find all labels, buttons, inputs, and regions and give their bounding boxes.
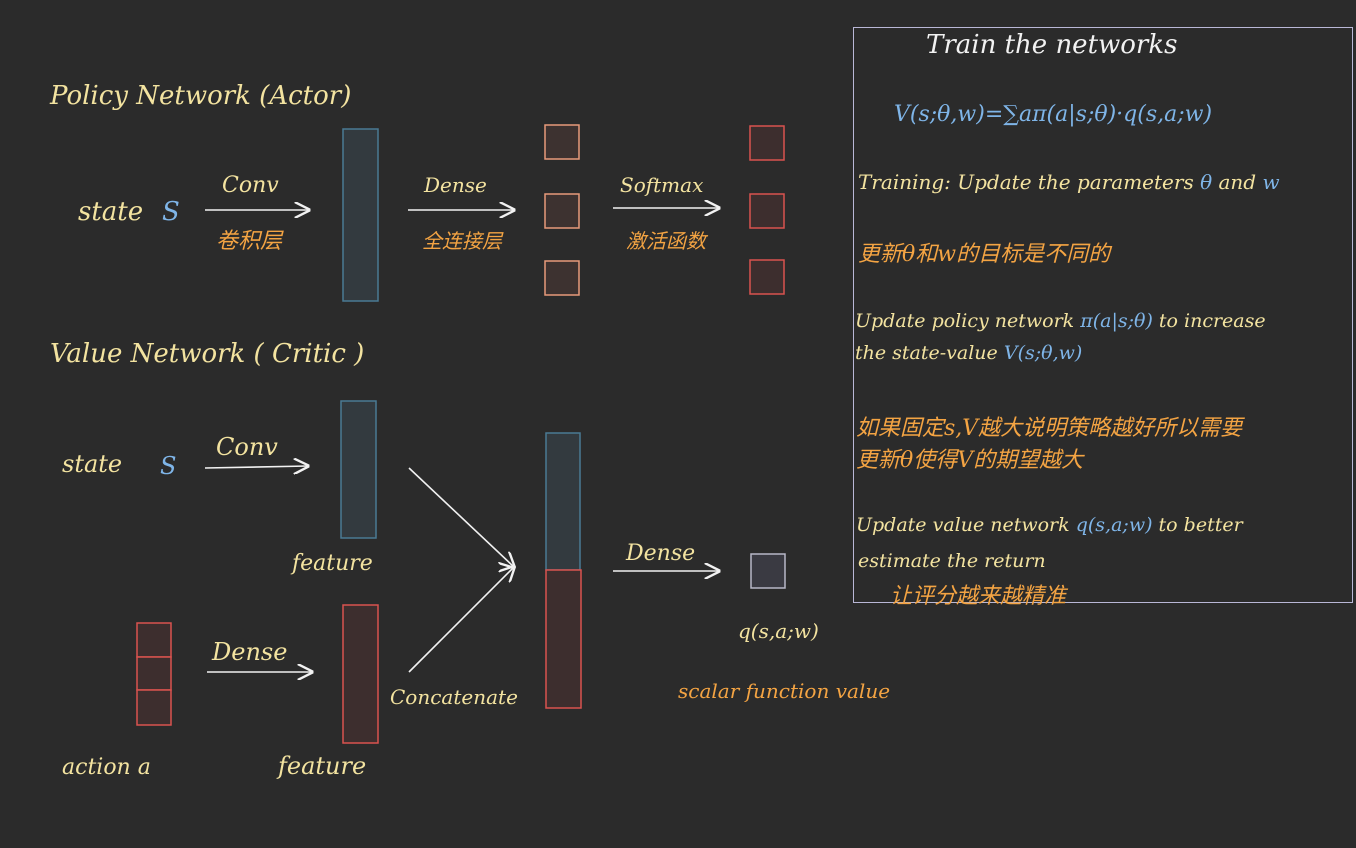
scalar-label: scalar function value	[678, 679, 890, 703]
update-policy-text-b: to increase	[1158, 310, 1266, 332]
value-action-feature-bar	[342, 604, 379, 744]
action-label: action a	[62, 755, 151, 780]
value-conv-label: Conv	[216, 433, 278, 461]
training-text: Training: Update the parameters	[858, 170, 1194, 194]
concat-label: Concatenate	[390, 685, 518, 709]
value-feature-bottom-label: feature	[276, 752, 366, 780]
policy-output-1	[749, 125, 785, 161]
policy-dense-cn: 全连接层	[422, 229, 504, 253]
policy-dense-unit-2	[544, 193, 580, 229]
update-value-q: q(s,a;w)	[1075, 514, 1153, 536]
update-value-text-a: Update value network	[856, 514, 1070, 536]
update-value-text-b: to better	[1158, 514, 1243, 536]
update-policy-v: V(s;θ,w)	[1003, 342, 1083, 364]
cn-note-2a: 如果固定s,V越大说明策略越好所以需要	[856, 416, 1243, 441]
update-policy-text-a: Update policy network	[855, 310, 1075, 332]
train-formula: V(s;θ,w)=∑aπ(a|s;θ)·q(s,a;w)	[894, 102, 1213, 127]
action-input-3	[136, 689, 172, 726]
concat-bar-bottom	[545, 569, 582, 709]
training-line: Training: Update the parameters θ and w	[858, 170, 1280, 194]
policy-softmax-cn: 激活函数	[626, 229, 709, 253]
train-panel	[853, 27, 1353, 603]
training-and: and	[1218, 170, 1257, 194]
policy-conv-feature-bar	[342, 128, 379, 302]
value-feature-top-label: feature	[290, 551, 373, 576]
training-theta: θ	[1200, 170, 1213, 194]
policy-state-symbol: S	[162, 197, 180, 227]
action-input-2	[136, 656, 172, 691]
policy-output-3	[749, 259, 785, 295]
action-input-1	[136, 622, 172, 658]
update-policy-pi: π(a|s;θ)	[1080, 310, 1153, 332]
update-policy-line-2: the state-value V(s;θ,w)	[855, 342, 1082, 364]
update-value-line-1: Update value network q(s,a;w) to better	[856, 514, 1243, 536]
update-value-line-2: estimate the return	[858, 550, 1046, 572]
cn-note-2b: 更新θ使得V的期望越大	[856, 448, 1084, 473]
policy-conv-cn: 卷积层	[216, 229, 284, 254]
concat-arrow-top	[408, 467, 514, 567]
value-state-symbol: S	[160, 452, 176, 480]
value-title: Value Network ( Critic )	[50, 339, 364, 369]
train-title: Train the networks	[926, 30, 1178, 60]
update-policy-line-1: Update policy network π(a|s;θ) to increa…	[855, 310, 1266, 332]
cn-note-3: 让评分越来越精准	[890, 584, 1067, 609]
policy-state-label: state	[78, 197, 143, 227]
value-dense-out-label: Dense	[625, 541, 695, 566]
concat-bar-top	[545, 432, 581, 571]
policy-conv-label: Conv	[222, 173, 279, 198]
value-conv-arrow	[204, 466, 308, 468]
policy-output-2	[749, 193, 785, 229]
concat-arrow-bottom	[408, 567, 514, 673]
training-w: w	[1262, 170, 1280, 194]
q-label: q(s,a;w)	[738, 619, 819, 643]
policy-softmax-label: Softmax	[620, 173, 703, 197]
update-policy-text-c: the state-value	[855, 342, 998, 364]
q-output-box	[750, 553, 786, 589]
policy-dense-unit-1	[544, 124, 580, 160]
value-state-label: state	[62, 450, 122, 478]
value-action-dense-label: Dense	[211, 638, 287, 666]
policy-dense-label: Dense	[423, 173, 487, 197]
policy-dense-unit-3	[544, 260, 580, 296]
cn-note-1: 更新θ和w的目标是不同的	[858, 242, 1111, 267]
policy-title: Policy Network (Actor)	[49, 81, 351, 111]
value-state-feature-bar	[340, 400, 377, 539]
